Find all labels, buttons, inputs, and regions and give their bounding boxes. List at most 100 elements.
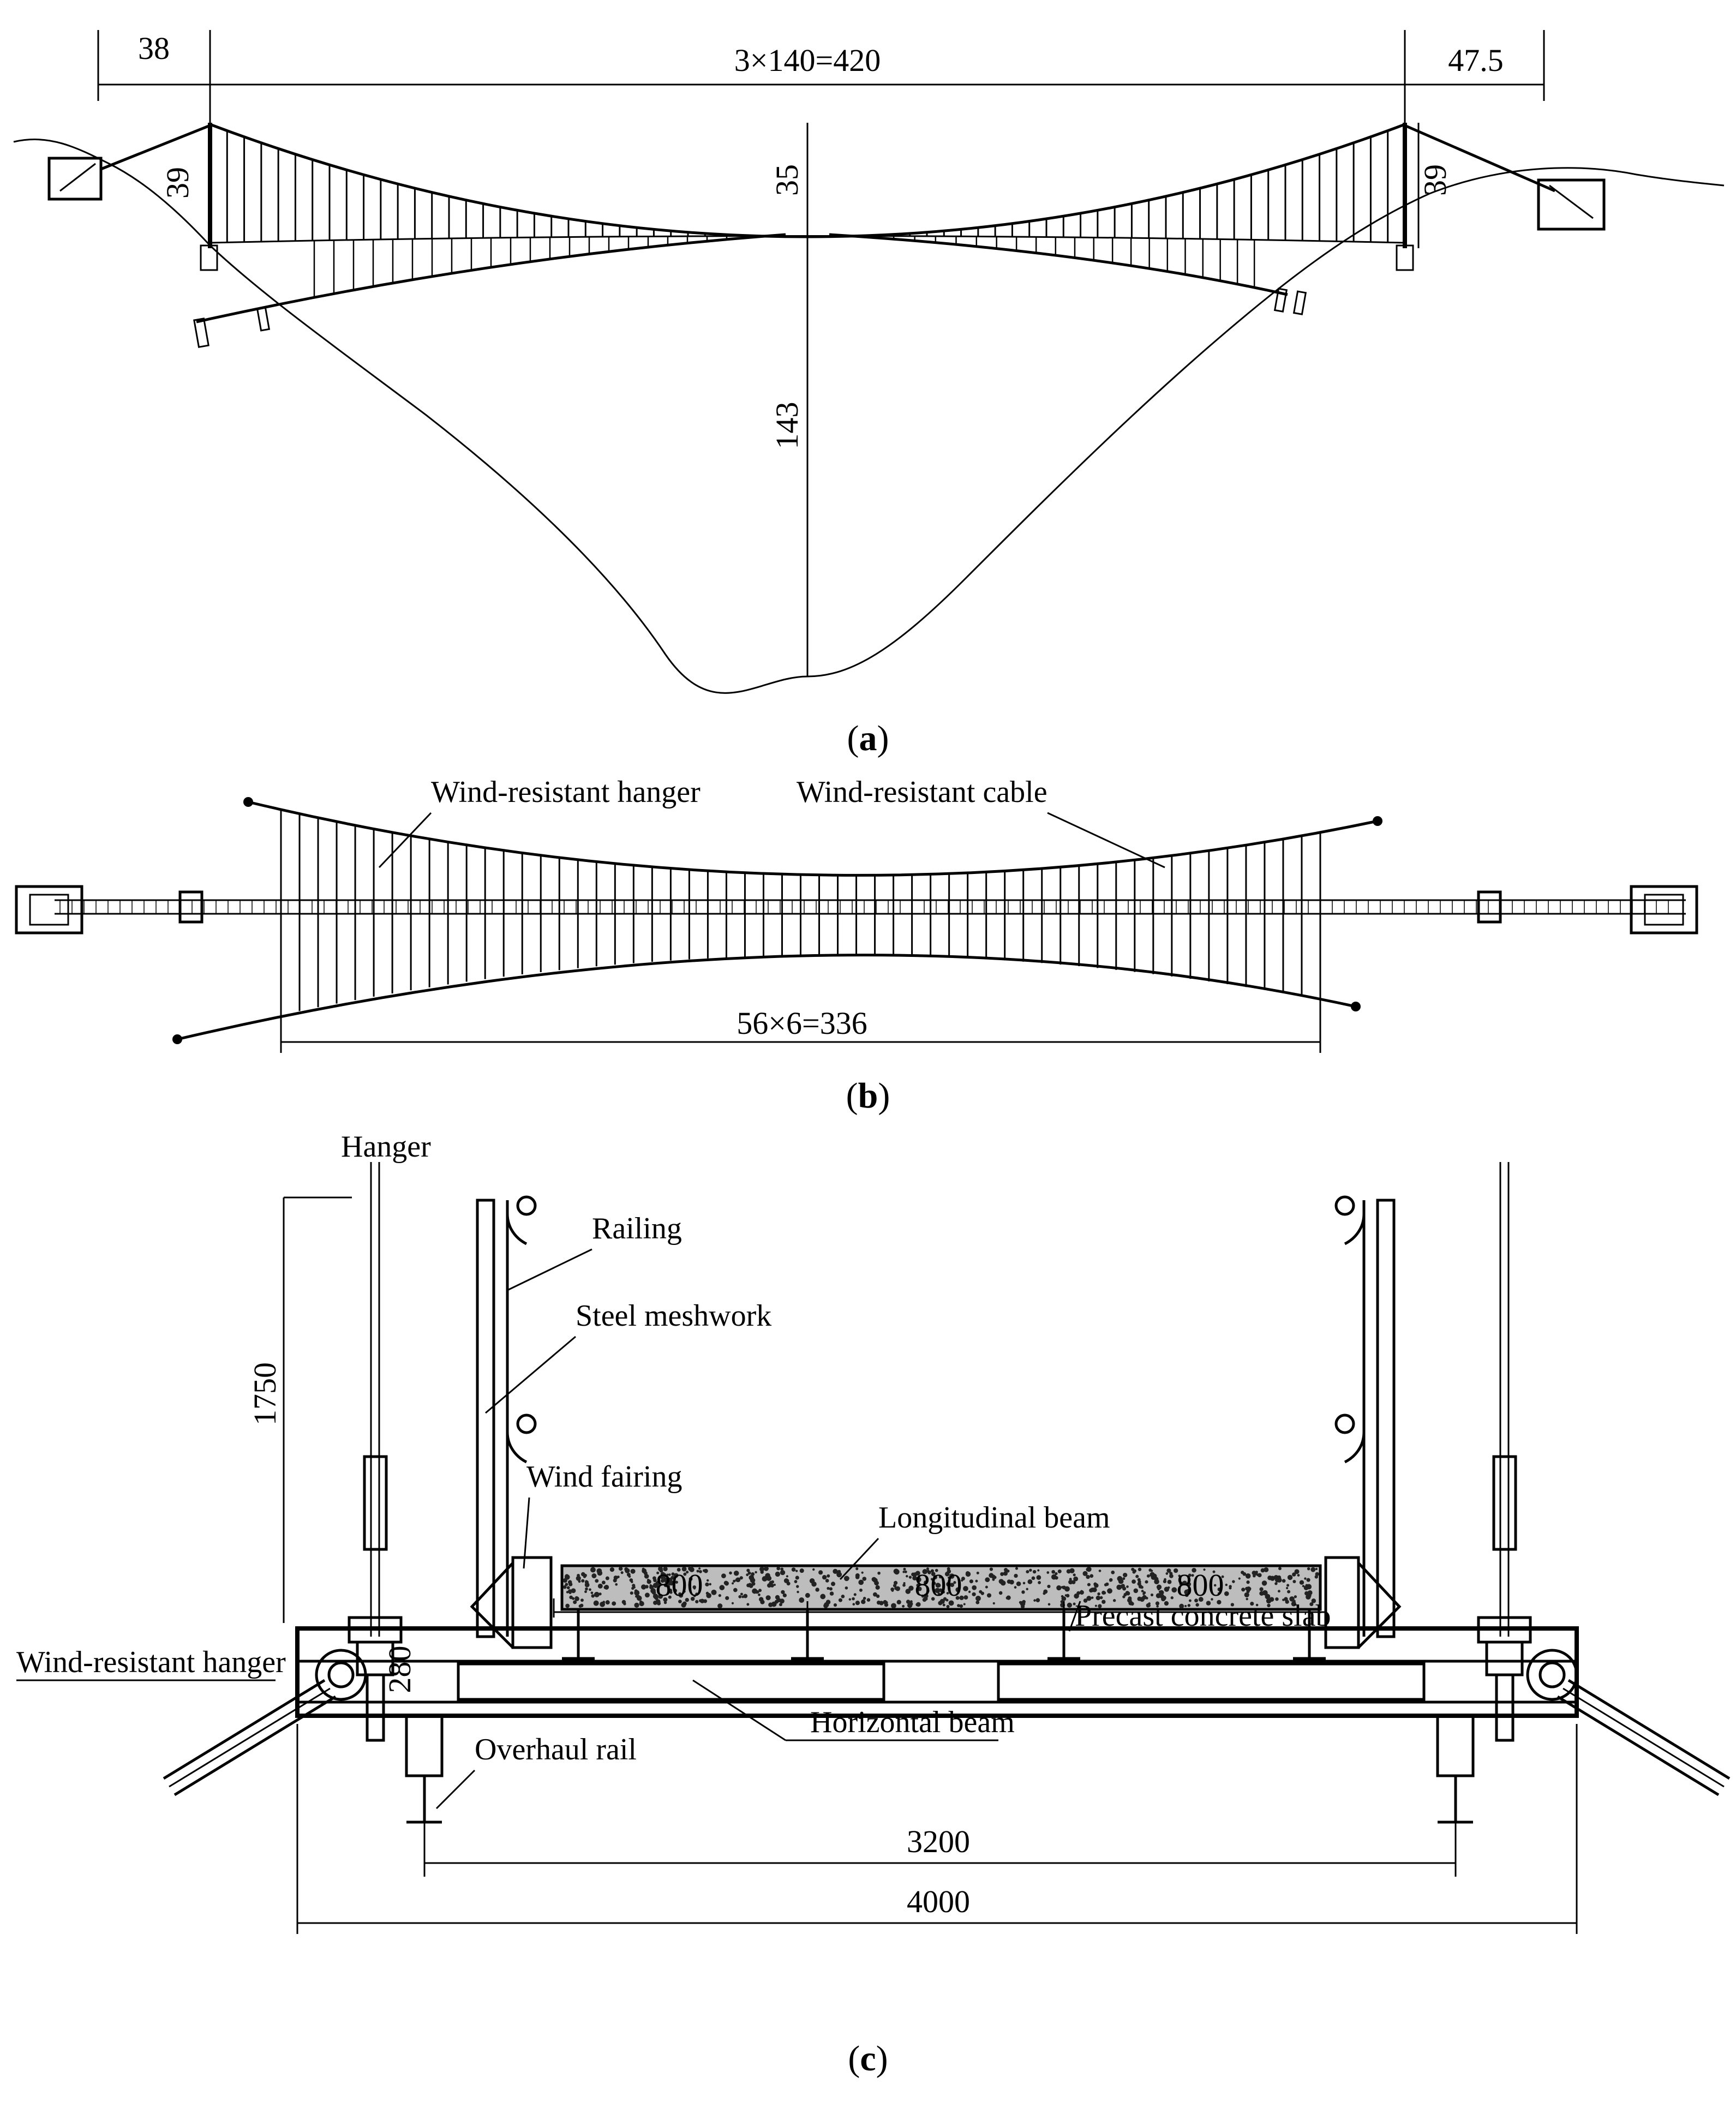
slab-speckle [843, 1576, 849, 1582]
wind-cable-anchor-4 [1351, 1002, 1361, 1011]
slab-speckle [1014, 1573, 1018, 1578]
slab-speckle [573, 1600, 577, 1604]
slab-speckle [700, 1598, 705, 1603]
slab-speckle [1238, 1577, 1241, 1580]
slab-speckle [755, 1571, 757, 1574]
slab-speckle [903, 1582, 906, 1585]
slab-speckle [1073, 1602, 1076, 1606]
slab-speckle [1065, 1594, 1070, 1598]
slab-speckle [677, 1567, 681, 1572]
slab-speckle [612, 1601, 616, 1606]
label-steel-meshwork: Steel meshwork [576, 1299, 771, 1333]
slab-speckle [671, 1576, 675, 1580]
slab-speckle [565, 1603, 570, 1608]
slab-speckle [931, 1578, 934, 1581]
slab-speckle [863, 1597, 866, 1600]
slab-speckle [683, 1590, 686, 1593]
slab-speckle [1056, 1585, 1062, 1591]
slab-speckle [906, 1574, 908, 1578]
slab-speckle [903, 1567, 906, 1571]
slab-speckle [786, 1582, 791, 1586]
right-overhaul-rail [1436, 1714, 1475, 1824]
slab-speckle [1278, 1567, 1282, 1571]
slab-speckle [862, 1577, 867, 1581]
slab-speckle [1255, 1603, 1259, 1607]
slab-speckle [1260, 1568, 1265, 1573]
slab-speckle [1035, 1598, 1040, 1602]
slab-speckle [993, 1576, 997, 1579]
slab-speckle [1071, 1580, 1076, 1584]
slab-speckle [562, 1585, 567, 1589]
slab-speckle [631, 1580, 633, 1583]
slab-speckle [1073, 1573, 1076, 1577]
slab-speckle [853, 1593, 857, 1596]
slab-speckle [733, 1570, 739, 1576]
slab-speckle [566, 1586, 570, 1590]
slab-speckle [725, 1596, 729, 1600]
slab-speckle [591, 1594, 595, 1598]
slab-speckle [1293, 1600, 1296, 1602]
slab-speckle [673, 1589, 678, 1593]
slab-speckle [733, 1588, 738, 1592]
slab-speckle [1151, 1574, 1156, 1580]
slab-speckle [1000, 1572, 1004, 1576]
slab-speckle [1167, 1586, 1170, 1589]
left-back-stay [100, 124, 211, 171]
slab-speckle [858, 1579, 864, 1585]
slab-speckle [1123, 1592, 1127, 1597]
slab-speckle [723, 1580, 728, 1585]
slab-speckle [1005, 1596, 1009, 1600]
slab-speckle [922, 1569, 927, 1574]
slab-speckle [916, 1583, 920, 1587]
slab-speckle [1245, 1573, 1251, 1579]
wind-anchors-elevation [193, 288, 1307, 348]
slab-speckle [1184, 1593, 1189, 1597]
slab-speckle [891, 1589, 894, 1592]
dim-right-side-span: 47.5 [1448, 43, 1504, 78]
slab-speckle [591, 1573, 597, 1578]
wind-cable-anchor-3 [172, 1034, 182, 1044]
slab-speckle [1170, 1596, 1174, 1600]
slab-speckle [1033, 1599, 1036, 1602]
slab-speckle [1191, 1574, 1194, 1577]
leader-steel-meshwork [485, 1336, 576, 1414]
slab-speckle [595, 1579, 599, 1583]
slab-speckle [613, 1578, 617, 1583]
slab-speckle [651, 1590, 656, 1595]
slab-speckle [1289, 1596, 1295, 1602]
slab-speckle [1265, 1594, 1271, 1600]
slab-speckle [693, 1594, 696, 1597]
slab-speckle [668, 1573, 671, 1576]
slab-speckle [972, 1592, 976, 1596]
slab-speckle [658, 1594, 663, 1599]
slab-speckle [1184, 1589, 1189, 1595]
slab-speckle [861, 1600, 866, 1604]
leader-wind-fairing [523, 1497, 530, 1569]
slab-speckle [827, 1574, 830, 1578]
slab-speckle [759, 1566, 765, 1572]
slab-speckle [841, 1595, 845, 1598]
slab-speckle [975, 1600, 980, 1604]
slab-speckle [1306, 1578, 1310, 1582]
slab-speckle [1274, 1582, 1278, 1585]
slab-speckle [855, 1575, 860, 1579]
slab-speckle [939, 1598, 945, 1604]
slab-speckle [953, 1581, 956, 1584]
slab-speckle [1254, 1572, 1258, 1576]
slab-speckle [628, 1575, 631, 1578]
slab-speckle [1259, 1587, 1264, 1591]
slab-speckle [1292, 1572, 1296, 1577]
slab-speckle [583, 1573, 587, 1577]
slab-speckle [1203, 1568, 1206, 1571]
label-overhaul-rail: Overhaul rail [475, 1733, 637, 1766]
wind-cable-right-elevation [829, 233, 1288, 296]
label-horizontal-beam: Horizontal beam [810, 1705, 1015, 1739]
wind-cable-anchor-1 [243, 797, 253, 807]
slab-speckle [731, 1582, 734, 1585]
left-anchorage [47, 157, 103, 201]
slab-speckle [1302, 1585, 1304, 1588]
slab-speckle [893, 1584, 897, 1588]
slab-speckle [1094, 1604, 1097, 1607]
slab-speckle [639, 1601, 644, 1607]
slab-speckle [872, 1592, 877, 1597]
